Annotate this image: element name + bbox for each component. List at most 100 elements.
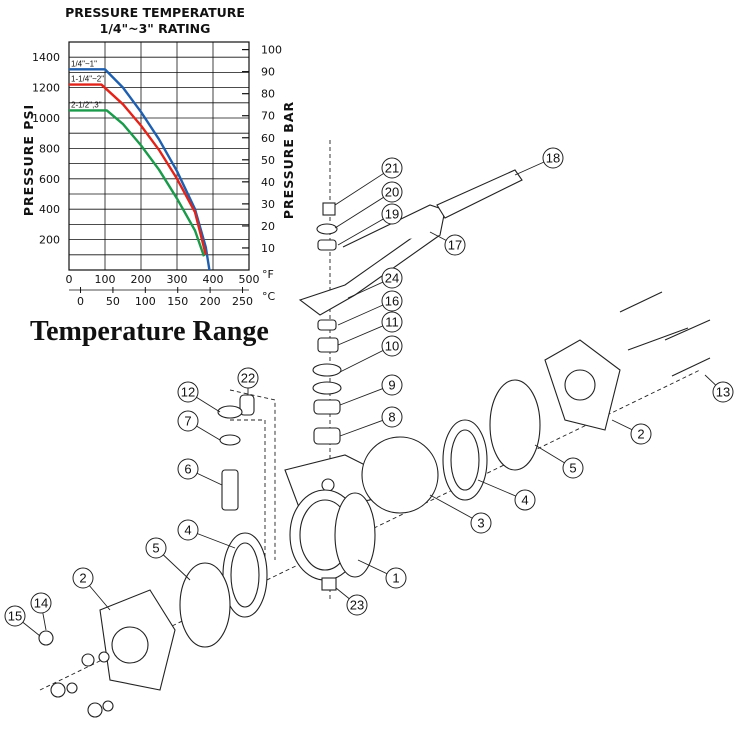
x-tick-label-f: 300 [167,273,188,286]
y2-tick-label: 60 [261,132,275,145]
callout-circle [712,381,734,403]
y2-axis-label: PRESSURE BAR [281,101,296,219]
callout-number-6: 6 [184,462,191,477]
callout-circle [145,537,167,559]
x-tick-label-f: 500 [239,273,260,286]
temperature-range-heading: Temperature Range [30,316,269,347]
callout-number-5: 5 [152,541,159,556]
callout-number-9: 9 [388,378,395,393]
callout-number-20: 20 [385,185,399,200]
y-tick-label: 1200 [32,82,60,95]
callout-circle [381,157,403,179]
callout-circle [444,234,466,256]
x-tick-label-c: 50 [106,295,120,308]
callout-number-10: 10 [385,339,399,354]
callout-number-3: 3 [477,516,484,531]
y2-tick-label: 100 [261,44,282,57]
y2-tick-label: 70 [261,110,275,123]
callout-leader [334,191,393,229]
callout-circle [542,147,564,169]
y2-tick-label: 10 [261,242,275,255]
callout-circle [237,367,259,389]
y2-tick-label: 50 [261,154,275,167]
x-tick-label-f: 200 [131,273,152,286]
x-tick-label-c: 150 [167,295,188,308]
chart-subtitle: 1/4"~3" RATING [100,21,211,36]
handle-grip [436,169,523,219]
callout-circle [177,519,199,541]
y-axis-label: PRESSURE PSI [21,104,36,216]
callout-number-13: 13 [716,385,730,400]
y-tick-label: 200 [39,234,60,247]
pressure-temperature-chart: PRESSURE TEMPERATURE 1/4"~3" RATING 1/4"… [21,5,296,308]
y2-tick-label: 30 [261,198,275,211]
callout-circle [514,489,536,511]
callout-number-1: 1 [392,571,399,586]
callout-number-17: 17 [448,238,462,253]
callout-number-16: 16 [385,294,399,309]
callout-number-5: 5 [569,461,576,476]
series-line [69,68,211,271]
series-line [69,83,207,256]
ball [361,436,439,514]
callout-number-2: 2 [637,427,644,442]
callout-number-4: 4 [184,523,191,538]
callout-number-22: 22 [241,371,255,386]
celsius-unit: °C [262,290,276,303]
callout-circle [470,512,492,534]
x-tick-label-c: 100 [135,295,156,308]
callout-number-15: 15 [8,609,22,624]
x-tick-label-c: 200 [200,295,221,308]
callout-number-18: 18 [546,151,560,166]
callout-circle [381,374,403,396]
callout-leader [334,167,393,206]
legend-label: 1/4"~1" [71,59,97,68]
legend-label: 1-1/4"~2" [71,75,104,84]
x-tick-label-f: 0 [66,273,73,286]
callout-circle [177,381,199,403]
chart-title: PRESSURE TEMPERATURE [65,5,245,20]
y-tick-label: 400 [39,203,60,216]
callout-number-24: 24 [385,271,399,286]
legend-label: 2-1/2",3" [71,100,102,109]
x-tick-label-f: 100 [95,273,116,286]
callout-circle [30,592,52,614]
bolts-nuts [38,291,711,718]
callout-number-14: 14 [34,596,48,611]
callout-number-21: 21 [385,161,399,176]
y2-tick-label: 80 [261,88,275,101]
callout-circle [630,423,652,445]
y-tick-label: 800 [39,142,60,155]
callout-circle [381,203,403,225]
x-tick-label-c: 250 [232,295,253,308]
callout-number-11: 11 [385,315,399,330]
callout-number-12: 12 [181,385,195,400]
y2-tick-label: 40 [261,176,275,189]
plot-frame [68,41,250,271]
stem-parts [298,169,523,445]
callout-number-23: 23 [350,598,364,613]
callout-circle [381,311,403,333]
callout-circle [385,567,407,589]
callout-number-19: 19 [385,207,399,222]
callout-circle [562,457,584,479]
y-tick-label: 1400 [32,51,60,64]
y-tick-label: 1000 [32,112,60,125]
x-tick-label-f: 400 [203,273,224,286]
callout-circle [381,406,403,428]
callout-circle [4,605,26,627]
callout-circle [177,410,199,432]
callout-circle [381,335,403,357]
callout-circle [381,290,403,312]
callout-circle [381,181,403,203]
callout-circle [381,267,403,289]
callout-circle [346,594,368,616]
y-tick-label: 600 [39,173,60,186]
y2-tick-label: 90 [261,66,275,79]
assembly-guide [229,389,276,560]
callout-number-4: 4 [521,493,528,508]
series-line [69,109,206,257]
y2-tick-label: 20 [261,220,275,233]
